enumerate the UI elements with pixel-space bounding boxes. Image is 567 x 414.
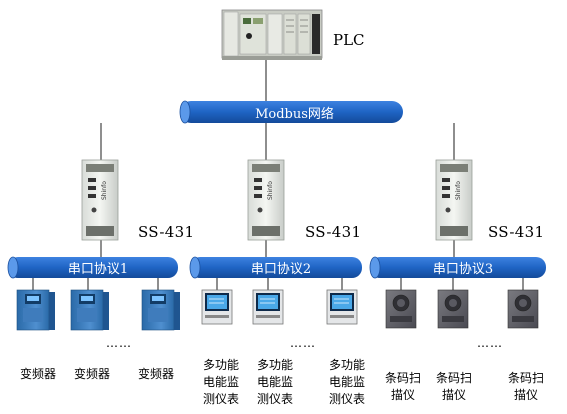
main-bus-label: Modbus网络 [255,107,334,122]
ellipsis-1: …… [106,336,132,350]
plc-label: PLC [333,31,365,49]
ellipsis-2: …… [290,336,316,350]
sub-bus-2 [189,256,362,279]
device-label: 多功能 电能监 测仪表 [256,358,293,406]
converter-icon-3: Shinfo [435,159,473,241]
device-label: 变频器 [73,367,110,381]
inverter-icon-1 [16,289,55,331]
converter-label-1: SS-431 [138,223,195,241]
svg-text:Shinfo: Shinfo [455,181,462,200]
svg-text:Shinfo: Shinfo [267,181,274,200]
power-meter-icon-2 [252,289,284,325]
sub-bus-3 [369,256,546,279]
device-label: 条码扫 描仪 [435,371,472,402]
plc-icon [221,9,323,60]
sub-bus-label-3: 串口协议3 [432,262,494,277]
inverter-icon-3 [141,289,180,331]
barcode-scanner-icon-3 [507,289,539,329]
sub-bus-label-1: 串口协议1 [67,262,129,277]
ellipsis-3: …… [477,336,503,350]
main-bus [179,100,403,124]
device-label: 变频器 [137,367,174,381]
converter-icon-1: Shinfo [81,159,119,241]
converter-label-3: SS-431 [488,223,545,241]
device-label: 条码扫 描仪 [384,371,421,402]
sub-bus-1 [7,256,178,279]
device-label: 多功能 电能监 测仪表 [202,358,239,406]
sub-bus-label-2: 串口协议2 [250,262,312,277]
inverter-icon-2 [70,289,109,331]
power-meter-icon-1 [201,289,233,325]
device-label: 多功能 电能监 测仪表 [328,358,365,406]
barcode-scanner-icon-1 [385,289,417,329]
device-label: 条码扫 描仪 [507,371,544,402]
connection-lines [32,60,524,290]
svg-text:Shinfo: Shinfo [101,181,108,200]
converter-icon-2: Shinfo [247,159,285,241]
device-label: 变频器 [19,367,56,381]
converter-label-2: SS-431 [305,223,362,241]
power-meter-icon-3 [326,289,358,325]
barcode-scanner-icon-2 [437,289,469,329]
